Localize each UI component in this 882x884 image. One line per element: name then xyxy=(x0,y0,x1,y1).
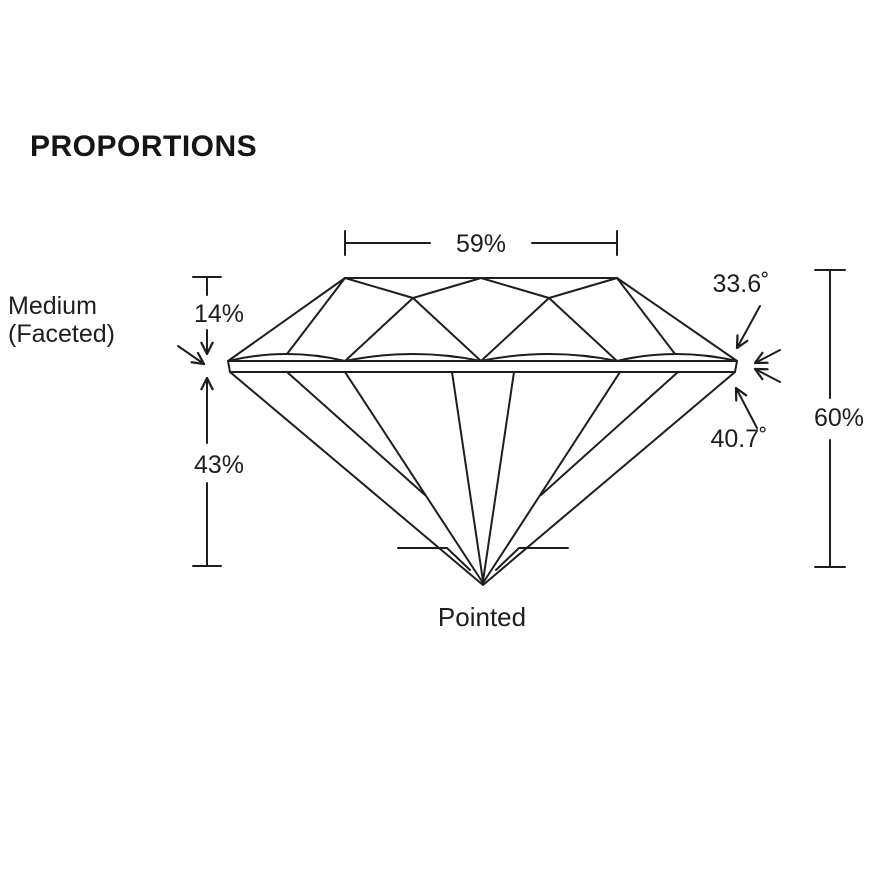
crown-angle-arrow xyxy=(735,305,761,350)
pavilion-facet-lines xyxy=(286,371,679,584)
bezel-facet-left-a xyxy=(344,297,414,362)
lower-girdle-right xyxy=(540,371,679,496)
culet-bracket-left xyxy=(397,547,471,571)
bezel-facet-right-b xyxy=(548,297,618,362)
measurement-labels: 59% 14% Medium (Faceted) 43% 33.6˚ 40.7˚… xyxy=(8,230,864,632)
crown-corner-right xyxy=(616,277,676,355)
total-depth-measure xyxy=(814,269,846,568)
crown-corner-left xyxy=(286,277,346,355)
culet-bracket-right xyxy=(495,547,569,571)
girdle-label-line2: (Faceted) xyxy=(8,320,115,348)
bezel-facet-right-a xyxy=(480,297,550,362)
total-depth-label: 60% xyxy=(814,404,864,432)
crown-facet-lines xyxy=(227,277,738,362)
pavilion-center-left xyxy=(451,371,484,582)
crown-height-measure xyxy=(192,276,222,356)
diamond-outline xyxy=(227,277,738,586)
girdle-pointer-left xyxy=(177,345,206,366)
pavilion-angle-arrow xyxy=(734,386,758,429)
pavilion-angle-leader xyxy=(734,386,758,429)
culet-bracket xyxy=(397,547,569,571)
table-width-measure xyxy=(344,230,618,256)
upper-girdle-scallops xyxy=(227,353,738,362)
girdle-pointer-right xyxy=(753,349,781,383)
culet-label: Pointed xyxy=(438,602,526,632)
pavilion-center-right xyxy=(482,371,515,582)
girdle-right-arrow-upper xyxy=(753,349,781,365)
pavilion-angle-label: 40.7˚ xyxy=(711,425,768,453)
bezel-facet-left-b xyxy=(412,297,482,362)
pavilion-main-left xyxy=(344,371,484,584)
crown-height-label: 14% xyxy=(194,300,244,328)
pavilion-depth-measure xyxy=(192,376,222,567)
girdle-label-line1: Medium xyxy=(8,292,97,320)
diamond-outline-path xyxy=(227,277,738,586)
star-facets xyxy=(344,277,618,299)
girdle-left-arrow xyxy=(177,345,206,366)
crown-angle-leader xyxy=(735,305,761,350)
lower-girdle-left xyxy=(286,371,426,496)
table-size-label: 59% xyxy=(456,230,506,258)
girdle-right-arrow-lower xyxy=(753,367,781,383)
pavilion-depth-label: 43% xyxy=(194,451,244,479)
pavilion-main-right xyxy=(482,371,621,584)
page-title: PROPORTIONS xyxy=(30,130,258,163)
crown-angle-label: 33.6˚ xyxy=(713,270,770,298)
